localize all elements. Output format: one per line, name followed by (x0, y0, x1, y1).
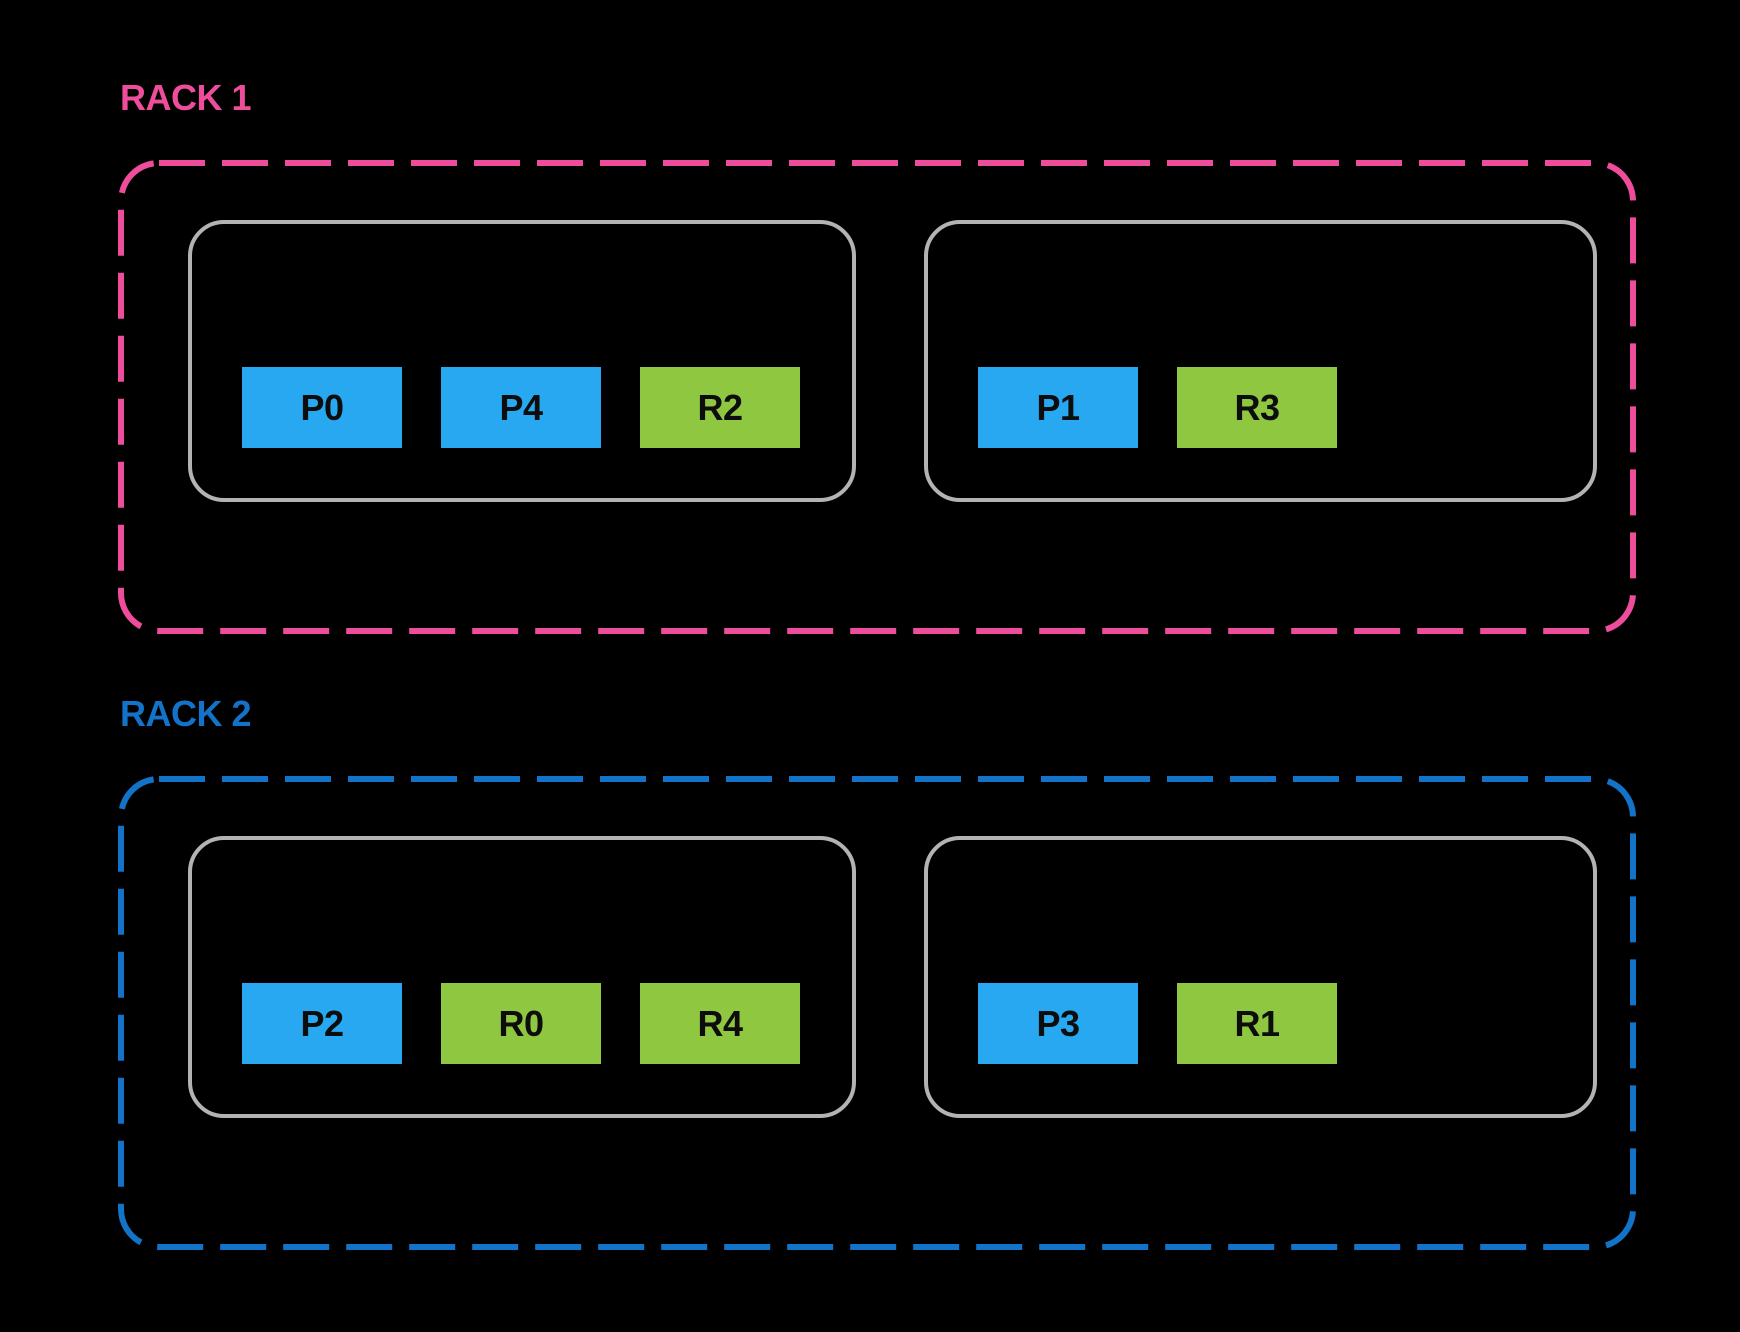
chip: P4 (441, 367, 601, 448)
rack-2-node-2: P3 R1 (924, 836, 1597, 1118)
chip: R2 (640, 367, 800, 448)
chip: P0 (242, 367, 402, 448)
chip: R3 (1177, 367, 1337, 448)
rack-2-dashed-border-icon (118, 776, 1636, 1250)
chip-row: P0 P4 R2 (242, 367, 800, 448)
chip: R4 (640, 983, 800, 1064)
rack-2-node-1: P2 R0 R4 (188, 836, 856, 1118)
rack-2-boundary: P2 R0 R4 P3 R1 (118, 776, 1636, 1250)
rack-1-dashed-border-icon (118, 160, 1636, 634)
rack-1-boundary: P0 P4 R2 P1 R3 (118, 160, 1636, 634)
chip-row: P1 R3 (978, 367, 1337, 448)
chip-row: P3 R1 (978, 983, 1337, 1064)
chip: P3 (978, 983, 1138, 1064)
chip: R1 (1177, 983, 1337, 1064)
chip-row: P2 R0 R4 (242, 983, 800, 1064)
chip: P1 (978, 367, 1138, 448)
chip: R0 (441, 983, 601, 1064)
rack-1-node-1: P0 P4 R2 (188, 220, 856, 502)
rack-2-label: RACK 2 (120, 693, 252, 734)
rack-1-label: RACK 1 (120, 77, 252, 118)
rack-1-node-2: P1 R3 (924, 220, 1597, 502)
chip: P2 (242, 983, 402, 1064)
